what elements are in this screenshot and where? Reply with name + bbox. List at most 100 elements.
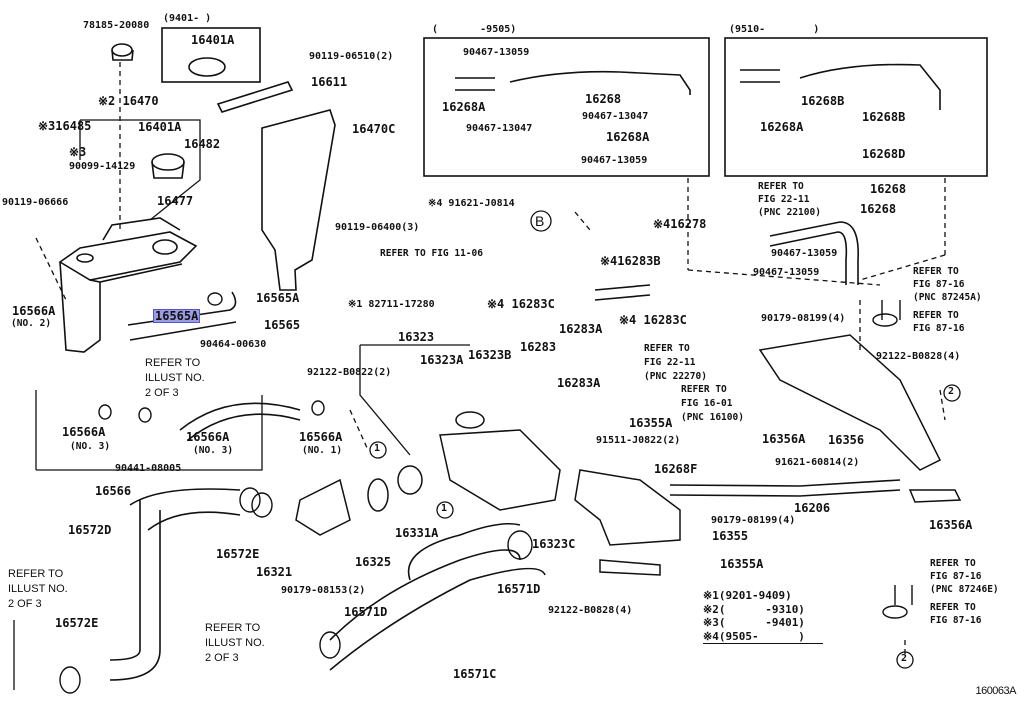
part-label[interactable]: 16268A [760,120,804,134]
part-label[interactable]: 16571C [453,667,497,681]
refer-note[interactable]: REFER TO FIG 22-11 (PNC 22100) [758,181,821,218]
part-label[interactable]: 16206 [794,501,831,515]
part-label[interactable]: 16325 [355,555,392,569]
part-label[interactable]: 16355A [720,557,764,571]
refer-note[interactable]: REFER TO FIG 87-16 (PNC 87245A) [913,266,982,303]
part-label[interactable]: 16571D [497,582,541,596]
part-label[interactable]: 90464-00630 [200,339,267,350]
callout-circles [369,210,961,669]
part-label[interactable]: 90467-13047 [582,111,649,122]
part-label[interactable]: ※2 16470 [98,94,159,108]
refer-note[interactable]: REFER TO FIG 22-11 (PNC 22270) [644,343,707,382]
part-label[interactable]: 16566A [299,430,343,444]
part-label[interactable]: 16566A [186,430,230,444]
part-label[interactable]: 16323C [532,537,576,551]
part-label[interactable]: 92122-B0828(4) [876,351,961,362]
refer-note[interactable]: REFER TO FIG 87-16 (PNC 87246E) [930,558,999,595]
part-label[interactable]: 16268 [860,202,897,216]
part-label[interactable]: 90467-13059 [753,267,820,278]
filler-cap [111,43,226,179]
part-label[interactable]: 16572E [216,547,260,561]
part-label[interactable]: 16268D [862,147,906,161]
part-label[interactable]: 16401A [191,33,235,47]
part-label[interactable]: 16331A [395,526,439,540]
part-label[interactable]: 16268A [606,130,650,144]
part-label[interactable]: 16565 [264,318,301,332]
part-label[interactable]: 16321 [256,565,293,579]
bypass-early-box [423,37,710,177]
part-label[interactable]: 78185-20080 [83,20,150,31]
part-label[interactable]: 16356 [828,433,865,447]
callout-B: B [535,213,545,229]
refer-note[interactable]: REFER TO FIG 11-06 [380,248,483,259]
refer-note[interactable]: REFER TO ILLUST NO. 2 OF 3 [8,568,68,610]
part-label[interactable]: ※316485 [38,119,92,133]
part-label[interactable]: 90467-13047 [466,123,533,134]
refer-note[interactable]: REFER TO FIG 16-01 (PNC 16100) [681,384,744,423]
part-label[interactable]: 16323 [398,330,435,344]
part-label[interactable]: ※3 [69,145,87,159]
part-label[interactable]: 16565A [256,291,300,305]
part-label[interactable]: 16482 [184,137,221,151]
part-label[interactable]: 16572E [55,616,99,630]
part-label[interactable]: 16477 [157,194,194,208]
part-label[interactable]: 92122-B0828(4) [548,605,633,616]
part-label[interactable]: 91621-60814(2) [775,457,860,468]
refer-note[interactable]: REFER TO FIG 87-16 [930,602,982,626]
refer-note[interactable]: REFER TO ILLUST NO. 2 OF 3 [205,622,265,664]
cap-box [161,27,261,83]
part-label[interactable]: 16283A [559,322,603,336]
part-label[interactable]: 16571D [344,605,388,619]
part-label[interactable]: 90119-06510(2) [309,51,394,62]
highlighted-part-label[interactable]: 16565A [152,309,201,323]
part-label[interactable]: ※4 16283C [619,313,687,327]
part-label[interactable]: 16566 [95,484,132,498]
part-label[interactable]: 90119-06666 [2,197,69,208]
part-label[interactable]: 90179-08199(4) [761,313,846,324]
hoses [109,63,941,681]
part-label[interactable]: ※4 91621-J0814 [428,198,515,209]
part-label[interactable]: 16470C [352,122,396,136]
part-label[interactable]: 16283A [557,376,601,390]
part-label[interactable]: 16355 [712,529,749,543]
legend-item: ※1(9201-9409) [703,589,792,602]
part-label[interactable]: 16572D [68,523,112,537]
part-label[interactable]: 92122-B0822(2) [307,367,392,378]
part-label[interactable]: 90467-13059 [771,248,838,259]
callout-1: 1 [374,443,381,454]
part-label[interactable]: 90099-14129 [69,161,136,172]
part-label[interactable]: 16356A [929,518,973,532]
part-label[interactable]: 16268F [654,462,698,476]
part-label[interactable]: 16566A [62,425,106,439]
part-label[interactable]: 16323B [468,348,512,362]
refer-note[interactable]: REFER TO FIG 87-16 [913,310,965,334]
part-label[interactable]: 16401A [138,120,182,134]
part-label[interactable]: 16268A [442,100,486,114]
part-label[interactable]: 16566A [12,304,56,318]
part-label[interactable]: 90179-08199(4) [711,515,796,526]
part-label[interactable]: 90119-06400(3) [335,222,420,233]
part-label[interactable]: 91511-J0822(2) [596,435,681,446]
part-label[interactable]: 16268 [585,92,622,106]
callout-1: 1 [441,503,448,514]
legend-item: ※4(9505- ) [703,630,823,644]
part-label[interactable]: 90467-13059 [463,47,530,58]
part-label[interactable]: ※1 82711-17280 [348,299,435,310]
part-label[interactable]: 90441-08005 [115,463,182,474]
part-label-sub: (NO. 3) [70,441,111,452]
part-label[interactable]: 16268B [801,94,845,108]
part-label[interactable]: 16268B [862,110,906,124]
part-label[interactable]: ※4 16283C [487,297,555,311]
part-label[interactable]: 16355A [629,416,673,430]
part-label[interactable]: 16283 [520,340,557,354]
part-label[interactable]: ※416278 [653,217,707,231]
part-label[interactable]: ※416283B [600,254,661,268]
refer-note[interactable]: REFER TO ILLUST NO. 2 OF 3 [145,357,205,399]
part-label[interactable]: 90467-13059 [581,155,648,166]
part-label[interactable]: 16611 [311,75,348,89]
part-label[interactable]: 16323A [420,353,464,367]
part-label[interactable]: 90179-08153(2) [281,585,366,596]
part-label[interactable]: 16356A [762,432,806,446]
part-label[interactable]: 16268 [870,182,907,196]
part-label-sub: (NO. 3) [193,445,234,456]
